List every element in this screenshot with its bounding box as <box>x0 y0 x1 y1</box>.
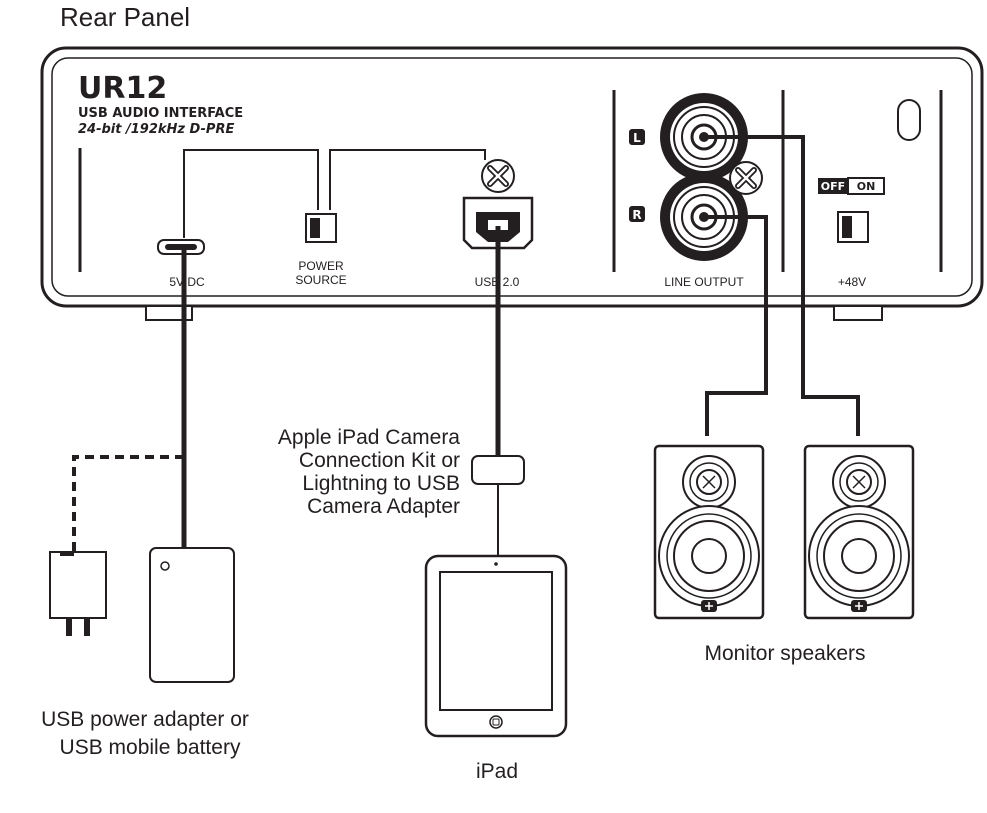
ipad <box>424 554 568 738</box>
camera-dot-icon <box>494 562 498 566</box>
right-foot <box>833 305 883 321</box>
line-output-screw-icon <box>729 161 763 195</box>
left-channel-badge <box>629 129 645 145</box>
ipad-caption: iPad <box>476 760 518 783</box>
adapter-label: Apple iPad Camera Connection Kit or Ligh… <box>278 426 460 518</box>
usb-mobile-battery <box>149 547 235 683</box>
security-slot <box>897 99 921 141</box>
power-in-label: 5V DC <box>169 275 205 289</box>
left-output-cable <box>704 135 860 436</box>
usb-power-adapter <box>49 551 107 636</box>
monitor-speaker-right <box>803 444 915 620</box>
power-source-caption-2: USB mobile battery <box>60 736 241 759</box>
model-logo: UR12 <box>78 71 167 106</box>
switch-on-label: ON <box>857 180 876 193</box>
power-source-label-1: POWER <box>298 259 344 273</box>
on-badge <box>847 177 885 195</box>
ground-screw-icon <box>481 159 515 193</box>
right-output-cable <box>704 215 768 436</box>
switch-off-label: OFF <box>821 180 845 193</box>
phantom-power-switch[interactable] <box>837 211 869 243</box>
device-spec-line: 24-bit /192kHz D-PRE <box>78 122 234 137</box>
off-badge <box>818 178 848 194</box>
power-source-label-2: SOURCE <box>295 273 346 287</box>
micro-usb-port <box>157 239 205 255</box>
adapter-label-line-2: Connection Kit or <box>299 449 460 472</box>
adapter-label-line-1: Apple iPad Camera <box>278 426 460 449</box>
power-source-switch[interactable] <box>305 213 337 243</box>
monitor-speaker-left <box>653 444 765 620</box>
left-foot <box>145 305 193 321</box>
line-output-label: LINE OUTPUT <box>664 275 744 289</box>
home-button-icon <box>489 715 503 729</box>
left-channel-label: L <box>633 131 641 145</box>
right-channel-badge <box>629 206 645 222</box>
adapter-label-line-3: Lightning to USB <box>302 472 460 495</box>
camera-adapter <box>471 455 525 485</box>
phantom-power-label: +48V <box>838 275 866 289</box>
device-subtitle: USB AUDIO INTERFACE <box>78 106 243 121</box>
section-title: Rear Panel <box>60 2 190 32</box>
power-adapter-alt-cable <box>72 455 184 552</box>
speakers-caption: Monitor speakers <box>704 642 865 665</box>
power-source-caption-1: USB power adapter or <box>41 708 249 731</box>
ur12-rear-panel: UR12 USB AUDIO INTERFACE 24-bit /192kHz … <box>40 46 984 321</box>
cables <box>72 135 860 556</box>
right-channel-label: R <box>632 208 641 222</box>
adapter-label-line-4: Camera Adapter <box>307 495 460 518</box>
